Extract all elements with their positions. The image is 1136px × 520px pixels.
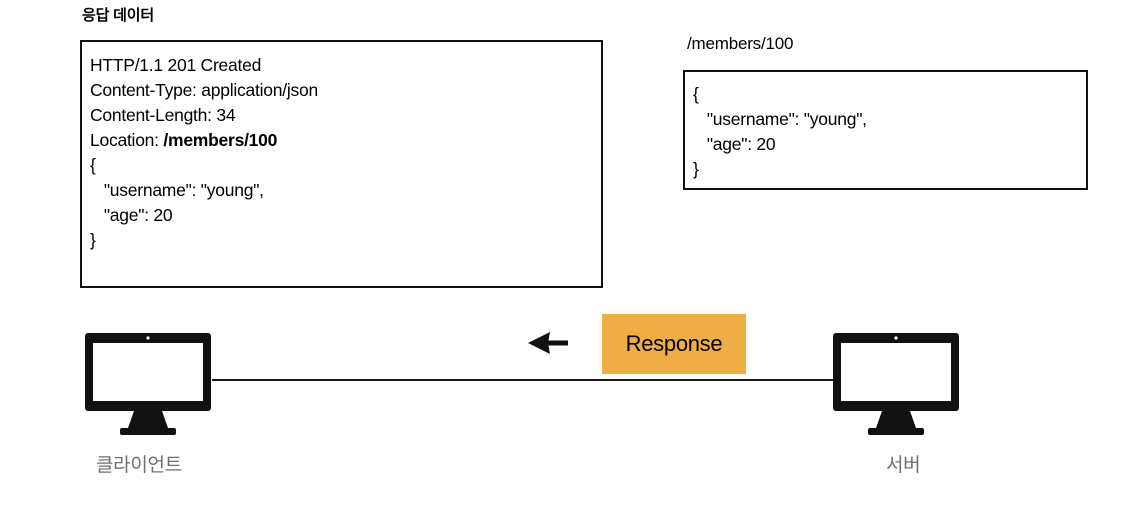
response-status-and-headers: HTTP/1.1 201 Created Content-Type: appli…: [90, 55, 318, 125]
resource-message-box: { "username": "young", "age": 20 }: [683, 70, 1088, 190]
response-json-body: { "username": "young", "age": 20 }: [90, 155, 264, 250]
response-location-header-value: /members/100: [163, 130, 278, 150]
resource-panel-title: /members/100: [687, 34, 794, 53]
response-badge[interactable]: Response: [602, 314, 746, 374]
network-wire: [212, 379, 842, 381]
response-badge-label: Response: [625, 331, 723, 356]
response-panel-title: 응답 데이터: [82, 7, 154, 24]
client-label: 클라이언트: [96, 455, 182, 476]
resource-json-body: { "username": "young", "age": 20 }: [693, 84, 867, 179]
response-location-header-name: Location:: [90, 130, 164, 150]
response-message-text: HTTP/1.1 201 Created Content-Type: appli…: [90, 53, 318, 253]
response-message-box: HTTP/1.1 201 Created Content-Type: appli…: [80, 40, 603, 288]
server-monitor-icon: [832, 332, 960, 436]
arrow-left-icon: [526, 330, 570, 356]
server-label: 서버: [886, 455, 921, 476]
client-monitor-icon: [84, 332, 212, 436]
